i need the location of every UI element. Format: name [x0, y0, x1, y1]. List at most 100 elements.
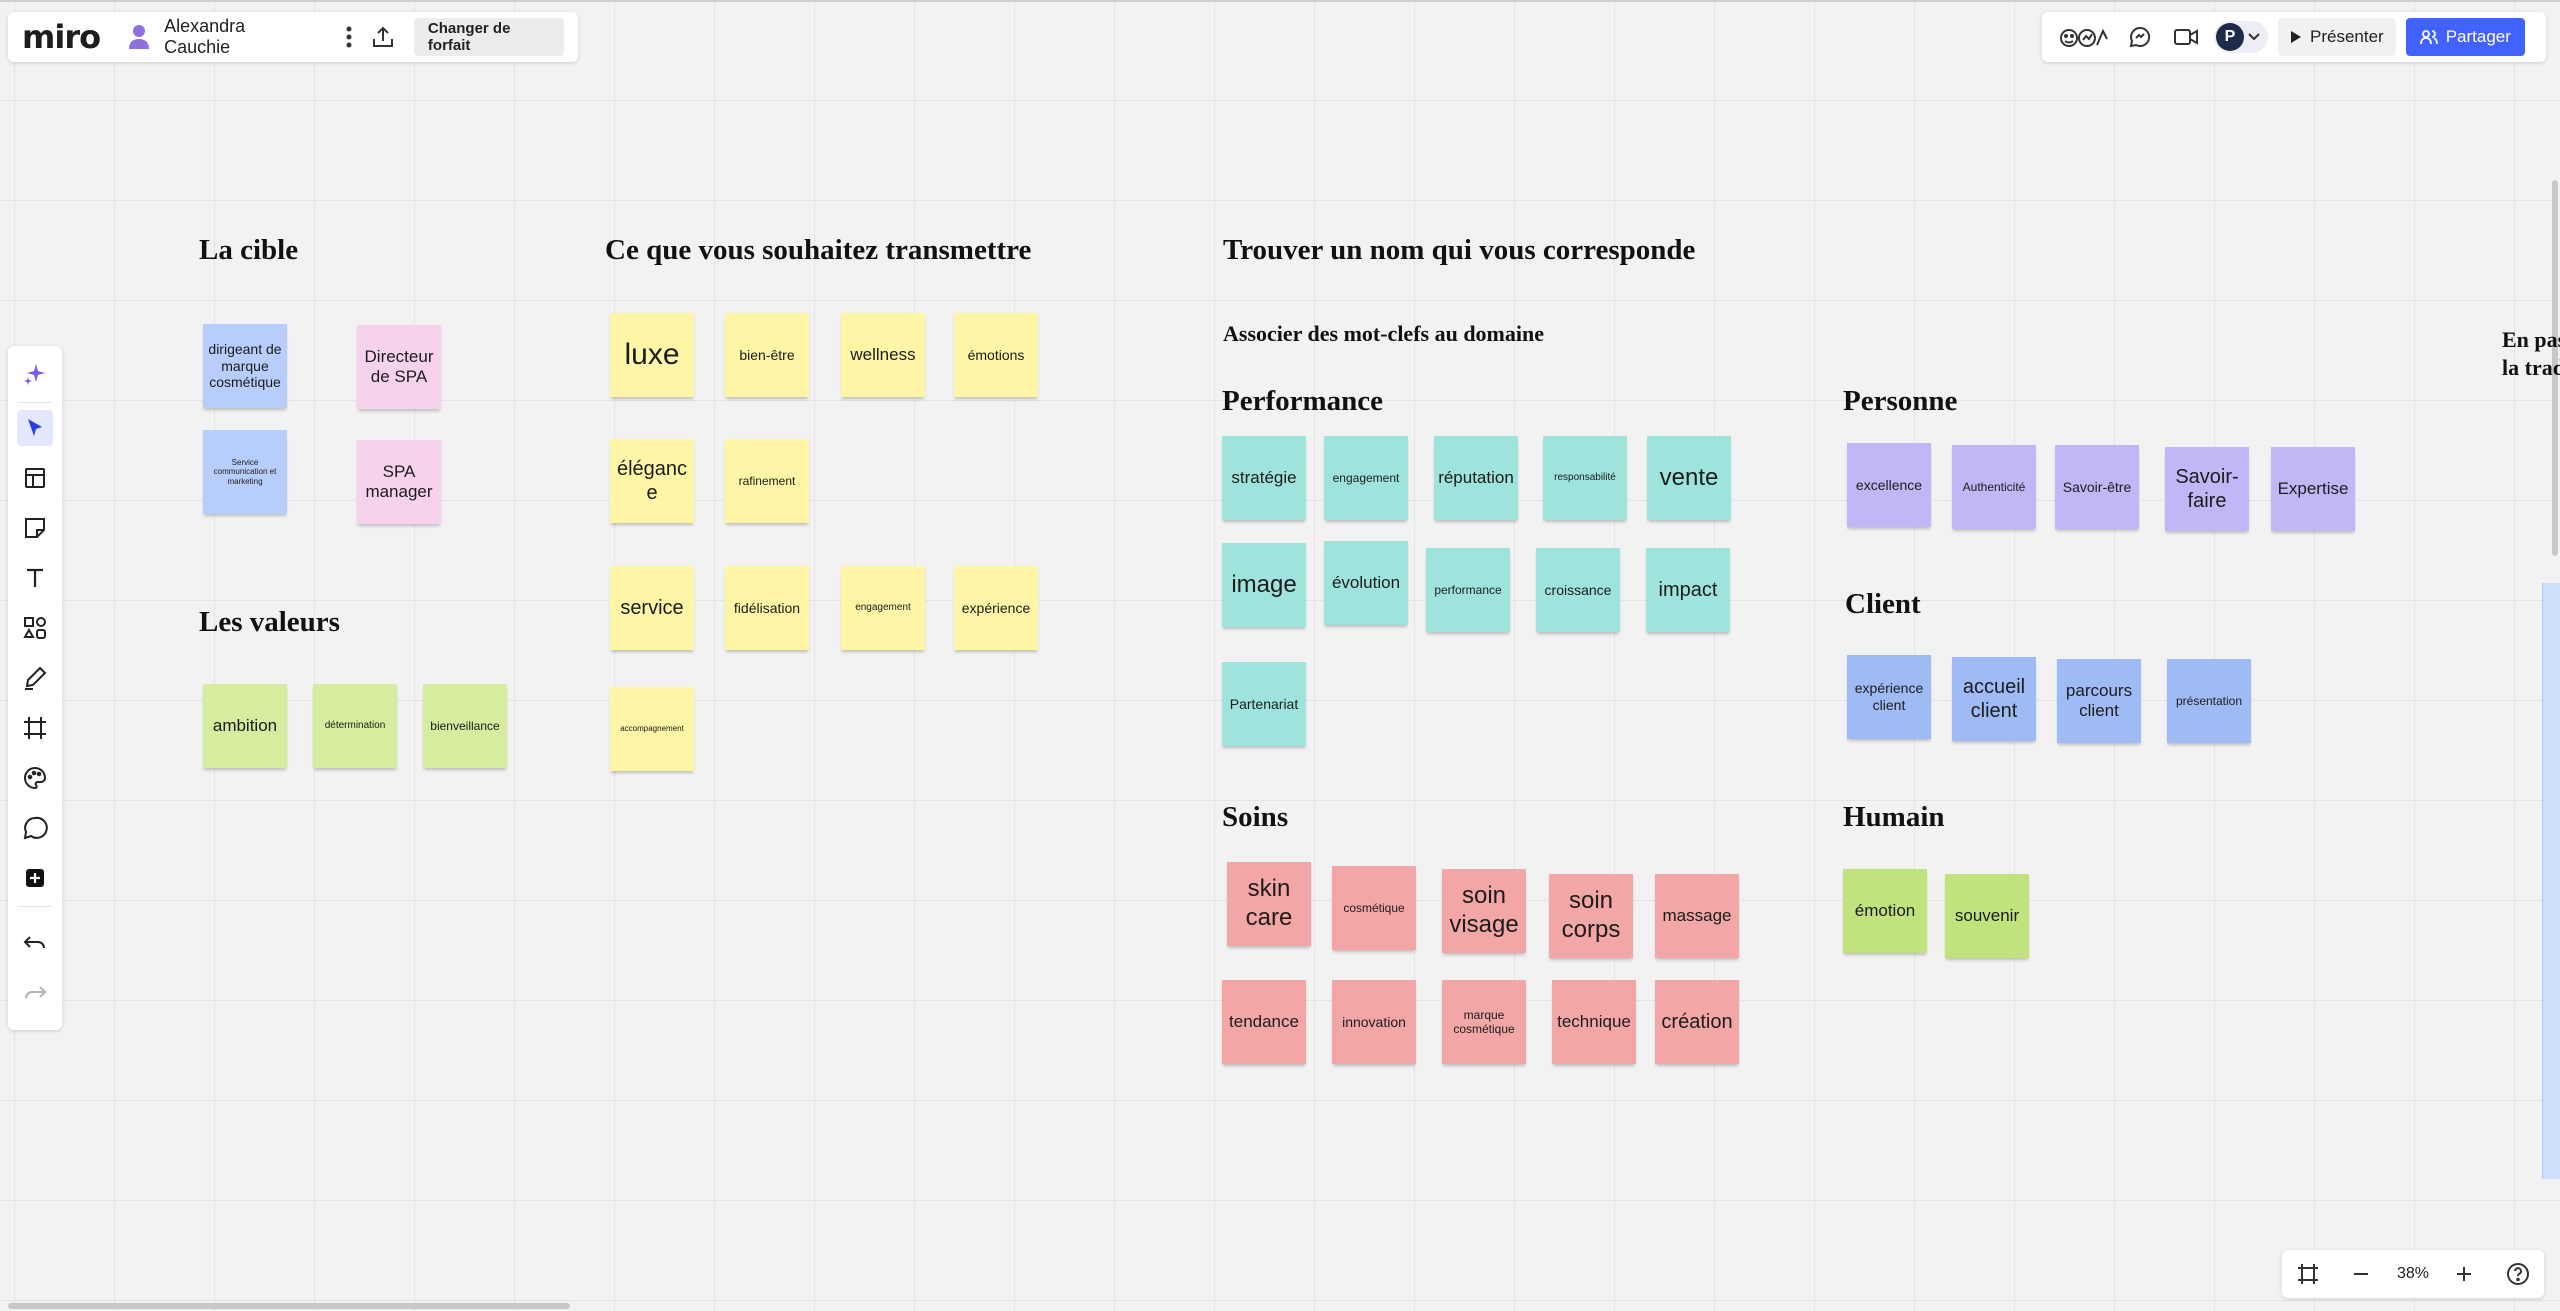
select-tool-icon[interactable] [17, 410, 53, 446]
miro-logo[interactable]: miro [22, 18, 101, 56]
users-icon [2419, 30, 2438, 45]
sticky-note[interactable]: impact [1646, 548, 1730, 632]
sticky-note[interactable]: émotion [1843, 869, 1927, 953]
section-title-transmettre: Ce que vous souhaitez transmettre [605, 234, 1032, 266]
shapes-icon[interactable] [17, 610, 53, 646]
present-button[interactable]: Présenter [2278, 18, 2396, 56]
sticky-note[interactable]: dirigeant de marque cosmétique [203, 324, 287, 408]
sticky-note[interactable]: responsabilité [1543, 436, 1627, 520]
text-tool-icon[interactable] [17, 560, 53, 596]
sticky-note[interactable]: skin care [1227, 862, 1311, 946]
sticky-note[interactable]: fidélisation [725, 566, 809, 650]
board-owner-name[interactable]: Alexandra Cauchie [164, 16, 246, 57]
sticky-note[interactable]: technique [1552, 980, 1636, 1064]
top-border [0, 0, 2560, 2]
sticky-note[interactable]: soin corps [1549, 874, 1633, 958]
sticky-note[interactable]: SPA manager [357, 440, 441, 524]
help-icon[interactable] [2500, 1256, 2536, 1292]
reactions-icon[interactable] [2056, 19, 2112, 55]
zoom-out-icon[interactable] [2343, 1256, 2379, 1292]
category-title-soins: Soins [1222, 801, 1289, 833]
sticky-note[interactable]: souvenir [1945, 874, 2029, 958]
frame-icon[interactable] [17, 710, 53, 746]
sticky-note[interactable]: massage [1655, 874, 1739, 958]
export-icon[interactable] [366, 19, 400, 55]
upgrade-plan-button[interactable]: Changer de forfait [413, 18, 565, 56]
sticky-note[interactable]: accueil client [1952, 657, 2036, 741]
video-call-icon[interactable] [2168, 19, 2204, 55]
sticky-note[interactable]: service [610, 566, 694, 650]
board-header-panel: miro Alexandra Cauchie Changer de forfai… [8, 12, 578, 62]
sticky-note[interactable]: soin visage [1442, 869, 1526, 953]
offscreen-text: En pas la trad [2502, 326, 2560, 382]
sticky-note[interactable]: Savoir-être [2055, 445, 2139, 529]
sticky-note[interactable]: Directeur de SPA [357, 325, 441, 409]
horizontal-scrollbar[interactable] [8, 1303, 570, 1309]
sticky-note[interactable]: innovation [1332, 980, 1416, 1064]
sticky-note[interactable]: Expertise [2271, 447, 2355, 531]
zoom-in-icon[interactable] [2446, 1256, 2482, 1292]
sticky-note[interactable]: tendance [1222, 980, 1306, 1064]
share-button[interactable]: Partager [2405, 18, 2525, 56]
sticky-note[interactable]: parcours client [2057, 659, 2141, 743]
sticky-note[interactable]: expérience [954, 566, 1038, 650]
sticky-note[interactable]: bienveillance [423, 684, 507, 768]
ai-sparkle-icon[interactable] [17, 356, 53, 392]
sticky-note[interactable]: Savoir-faire [2165, 447, 2249, 531]
apps-palette-icon[interactable] [17, 760, 53, 796]
sticky-note[interactable]: évolution [1324, 541, 1408, 625]
sticky-note[interactable]: bien-être [725, 313, 809, 397]
user-icon [128, 24, 150, 50]
fit-to-screen-icon[interactable] [2290, 1256, 2326, 1292]
sticky-note[interactable]: marque cosmétique [1442, 980, 1526, 1064]
category-title-humain: Humain [1843, 801, 1945, 833]
section-subtitle-mots-clefs: Associer des mot-clefs au domaine [1223, 321, 1544, 346]
collaborators-menu[interactable]: P [2214, 21, 2268, 53]
chevron-down-icon [2248, 33, 2260, 41]
sticky-note-icon[interactable] [17, 510, 53, 546]
sticky-note[interactable]: émotions [954, 313, 1038, 397]
zoom-level[interactable]: 38% [2396, 1265, 2429, 1282]
share-label: Partager [2445, 27, 2511, 46]
offscreen-text-line: En pas [2502, 327, 2560, 352]
add-more-icon[interactable] [17, 860, 53, 896]
section-title-nom: Trouver un nom qui vous corresponde [1223, 234, 1696, 266]
sticky-note[interactable]: wellness [841, 313, 925, 397]
sticky-note[interactable]: engagement [841, 566, 925, 650]
toolbar-divider [18, 402, 52, 403]
sticky-note[interactable]: vente [1647, 436, 1731, 520]
sticky-note[interactable]: croissance [1536, 548, 1620, 632]
category-title-performance: Performance [1222, 385, 1384, 417]
vertical-scrollbar[interactable] [2552, 180, 2558, 556]
sticky-note[interactable]: accompagnement [610, 687, 694, 771]
category-title-personne: Personne [1843, 385, 1958, 417]
sticky-note[interactable]: performance [1426, 548, 1510, 632]
sticky-note[interactable]: Partenariat [1222, 662, 1306, 746]
undo-icon[interactable] [17, 926, 53, 962]
sticky-note[interactable]: création [1655, 980, 1739, 1064]
sticky-note[interactable]: rafinement [725, 439, 809, 523]
section-title-cible: La cible [199, 234, 299, 266]
sticky-note[interactable]: détermination [313, 684, 397, 768]
sticky-note[interactable]: image [1222, 543, 1306, 627]
sticky-note[interactable]: élégance [610, 439, 694, 523]
chat-icon[interactable] [2122, 19, 2158, 55]
sticky-note[interactable]: Service communication et marketing [203, 430, 287, 514]
sticky-note[interactable]: Authenticité [1952, 445, 2036, 529]
pen-icon[interactable] [17, 660, 53, 696]
offscreen-frame [2542, 583, 2560, 1179]
sticky-note[interactable]: excellence [1847, 443, 1931, 527]
comment-icon[interactable] [17, 810, 53, 846]
more-options-icon[interactable] [332, 19, 366, 55]
sticky-note[interactable]: présentation [2167, 659, 2251, 743]
templates-icon[interactable] [17, 460, 53, 496]
sticky-note[interactable]: stratégie [1222, 436, 1306, 520]
redo-icon[interactable] [17, 976, 53, 1012]
sticky-note[interactable]: réputation [1434, 436, 1518, 520]
sticky-note[interactable]: ambition [203, 684, 287, 768]
sticky-note[interactable]: engagement [1324, 436, 1408, 520]
sticky-note[interactable]: luxe [610, 313, 694, 397]
user-avatar: P [2216, 23, 2244, 51]
sticky-note[interactable]: cosmétique [1332, 866, 1416, 950]
sticky-note[interactable]: expérience client [1847, 655, 1931, 739]
